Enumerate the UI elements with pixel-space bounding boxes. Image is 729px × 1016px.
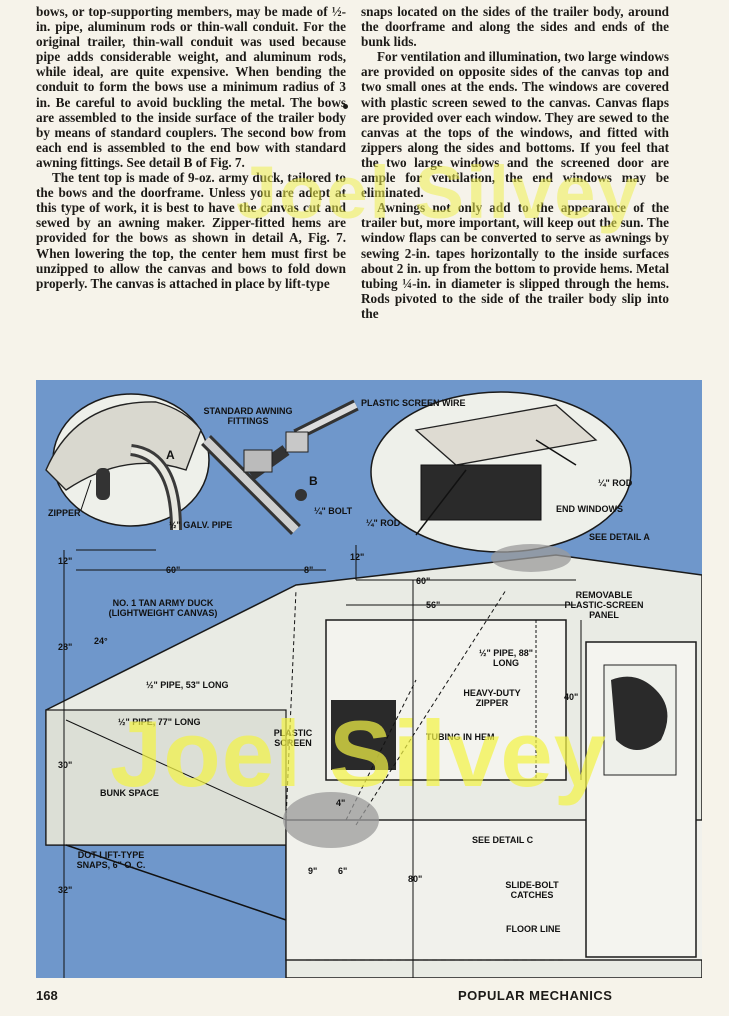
detail-b-label: B	[309, 474, 318, 488]
dim-9: 9"	[308, 866, 318, 876]
detail-a-label: A	[166, 448, 175, 462]
page-number: 168	[36, 988, 58, 1003]
dim-40: 40"	[564, 692, 579, 702]
dim-6: 6"	[338, 866, 348, 876]
paragraph: snaps located on the sides of the traile…	[361, 4, 669, 50]
dim-80: 80"	[408, 874, 423, 884]
magazine-name: POPULAR MECHANICS	[458, 988, 613, 1003]
heavy-duty-zipper-label: HEAVY-DUTY ZIPPER	[463, 688, 521, 708]
pipe-88-label: ½" PIPE, 88" LONG	[478, 648, 534, 668]
floor-line-label: FLOOR LINE	[506, 924, 561, 934]
trailer-drawing	[45, 391, 702, 978]
bunk-space-label: BUNK SPACE	[100, 788, 159, 798]
bolt-label: ¼" BOLT	[314, 506, 353, 516]
see-detail-a-label: SEE DETAIL A	[589, 532, 650, 542]
galv-pipe-label: ½" GALV. PIPE	[169, 520, 233, 530]
slide-bolt-label: SLIDE-BOLT CATCHES	[505, 880, 559, 900]
detail-b-illustration	[201, 399, 359, 535]
paragraph: bows, or top-supporting members, may be …	[36, 4, 346, 170]
trailer-diagram: A B ZIPPER STANDARD AWNING FITTINGS ¼" B…	[36, 380, 702, 978]
dim-28: 28"	[58, 642, 73, 652]
dim-8: 8"	[304, 565, 314, 575]
awning-fittings-label: STANDARD AWNING FITTINGS	[203, 406, 293, 426]
end-windows-label: END WINDOWS	[556, 504, 623, 514]
article-right-column: snaps located on the sides of the traile…	[361, 4, 669, 321]
dot-snaps-label: DOT LIFT-TYPE SNAPS, 6" O. C.	[76, 850, 146, 870]
rod-right-label: ¼" ROD	[598, 478, 633, 488]
see-detail-c-label: SEE DETAIL C	[472, 835, 534, 845]
pipe-77-label: ½" PIPE, 77" LONG	[118, 717, 201, 727]
rod-left-label: ¼" ROD	[366, 518, 401, 528]
dim-56: 56"	[426, 600, 441, 610]
paragraph: The tent top is made of 9-oz. army duck,…	[36, 170, 346, 291]
plastic-screen-wire-label: PLASTIC SCREEN WIRE	[361, 398, 466, 408]
paragraph: Awnings not only add to the appearance o…	[361, 200, 669, 321]
zipper-label: ZIPPER	[48, 508, 81, 518]
detail-a-illustration	[45, 393, 210, 531]
dim-32: 32"	[58, 885, 73, 895]
dim-60-left: 60"	[166, 565, 181, 575]
plastic-screen-label: PLASTIC SCREEN	[273, 728, 313, 748]
end-window-illustration	[370, 391, 632, 553]
dim-60-mid: 60"	[416, 576, 431, 586]
pipe-53-label: ½" PIPE, 53" LONG	[146, 680, 229, 690]
army-duck-label: No. 1 TAN ARMY DUCK (LIGHTWEIGHT CANVAS)	[108, 598, 218, 618]
dim-4: 4"	[336, 798, 346, 808]
dim-12-left: 12"	[58, 556, 73, 566]
dimension-lines	[63, 545, 582, 978]
dim-30: 30"	[58, 760, 73, 770]
column-bullet	[343, 104, 348, 109]
article-left-column: bows, or top-supporting members, may be …	[36, 4, 346, 291]
dim-12-mid: 12"	[350, 552, 365, 562]
removable-panel-label: REMOVABLE PLASTIC-SCREEN PANEL	[564, 590, 644, 620]
dim-24-degrees: 24°	[94, 636, 108, 646]
tubing-in-hem-label: TUBING IN HEM	[426, 732, 495, 742]
trailer-side-view	[45, 544, 702, 978]
paragraph: For ventilation and illumination, two la…	[361, 49, 669, 201]
